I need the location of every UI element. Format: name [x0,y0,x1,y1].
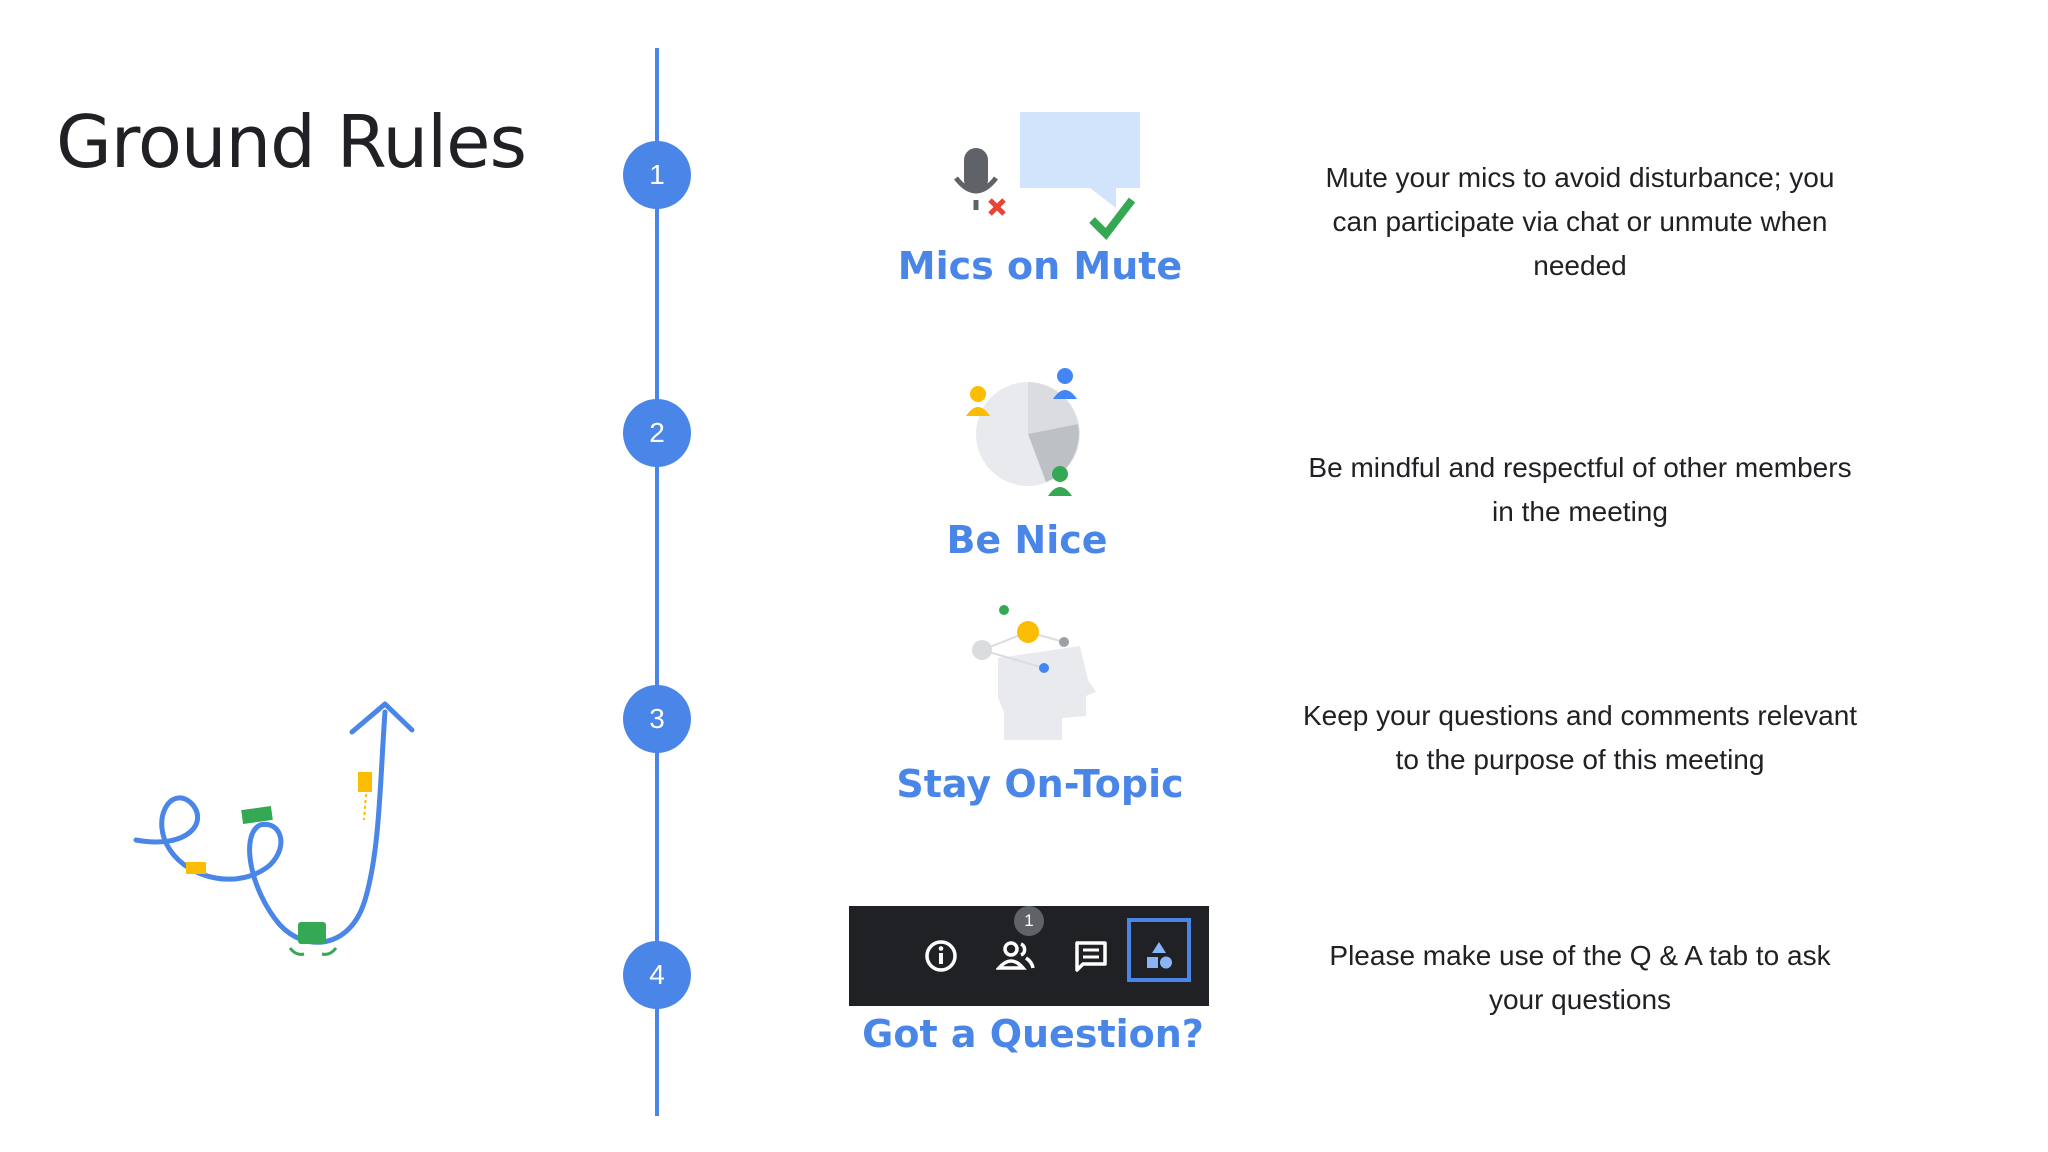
activities-icon[interactable] [1137,934,1181,978]
mic-muted-chat-icon [954,112,1140,241]
rule-3-description: Keep your questions and comments relevan… [1302,700,1858,775]
step-2-marker: 2 [623,399,691,467]
chat-icon[interactable] [1069,934,1113,978]
step-3-marker: 3 [623,685,691,753]
step-4-marker: 4 [623,941,691,1009]
rule-2-title: Be Nice [946,518,1108,562]
rule-4-title: Got a Question? [862,1012,1204,1056]
rule-1-title: Mics on Mute [897,244,1183,288]
active-tab-highlight [1127,918,1191,982]
meeting-toolbar: 1 [849,906,1209,1006]
rule-4-description: Please make use of the Q & A tab to ask … [1329,940,1831,1015]
head-ideas-icon [972,605,1096,740]
people-icon[interactable] [994,934,1038,978]
rule-3-title: Stay On-Topic [896,762,1184,806]
journey-arrow-illustration [133,701,415,956]
people-count-badge: 1 [1014,906,1044,936]
info-icon[interactable] [919,934,963,978]
rule-1-description: Mute your mics to avoid disturbance; you… [1325,162,1835,281]
rule-2-description: Be mindful and respectful of other membe… [1308,452,1852,527]
people-pie-icon [966,368,1080,496]
slide-title: Ground Rules [56,100,527,184]
timeline-line [655,48,659,1116]
step-1-marker: 1 [623,141,691,209]
